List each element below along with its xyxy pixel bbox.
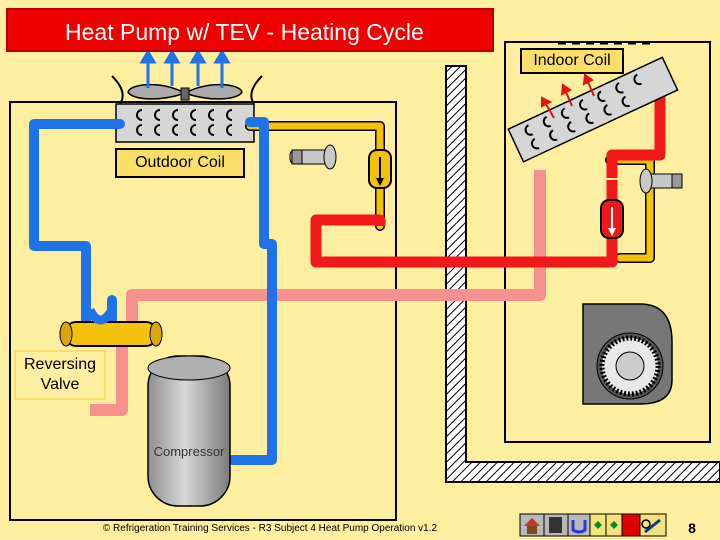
tev-outdoor [289, 144, 337, 170]
page-number: 8 [688, 520, 696, 536]
home-icon[interactable] [519, 513, 545, 537]
outdoor-fan [127, 83, 243, 101]
outdoor-coil [115, 103, 255, 143]
copyright-footer: © Refrigeration Training Services - R3 S… [102, 523, 438, 534]
check-valve-indoor [600, 199, 624, 239]
pen-icon[interactable] [639, 513, 667, 537]
indoor-coil-label: Indoor Coil [520, 48, 624, 74]
fan-shroud-right [250, 75, 263, 105]
indoor-blower [582, 303, 673, 405]
valve-vapor-port [85, 307, 116, 325]
document-icon[interactable] [543, 513, 569, 537]
compressor [147, 355, 231, 507]
reversing-valve-label: Reversing Valve [14, 350, 106, 400]
reversing-valve [59, 321, 163, 347]
nav-toolbar [519, 513, 667, 537]
outdoor-coil-label: Outdoor Coil [115, 148, 245, 178]
back-icon[interactable] [589, 513, 607, 537]
building-wall [445, 65, 720, 483]
slide-title: Heat Pump w/ TEV - Heating Cycle [6, 8, 494, 52]
exhaust-air-arrows [139, 49, 231, 88]
indoor-coil [507, 56, 679, 163]
tev-indoor [639, 168, 683, 194]
outdoor-coil-tubes [136, 109, 233, 136]
fan-shroud-left [111, 75, 124, 105]
stop-icon[interactable] [621, 513, 641, 537]
supply-air-arrows [541, 73, 595, 119]
compressor-label: Compressor [153, 444, 225, 459]
check-valve-outdoor [368, 149, 392, 189]
forward-icon[interactable] [605, 513, 623, 537]
return-icon[interactable] [567, 513, 591, 537]
